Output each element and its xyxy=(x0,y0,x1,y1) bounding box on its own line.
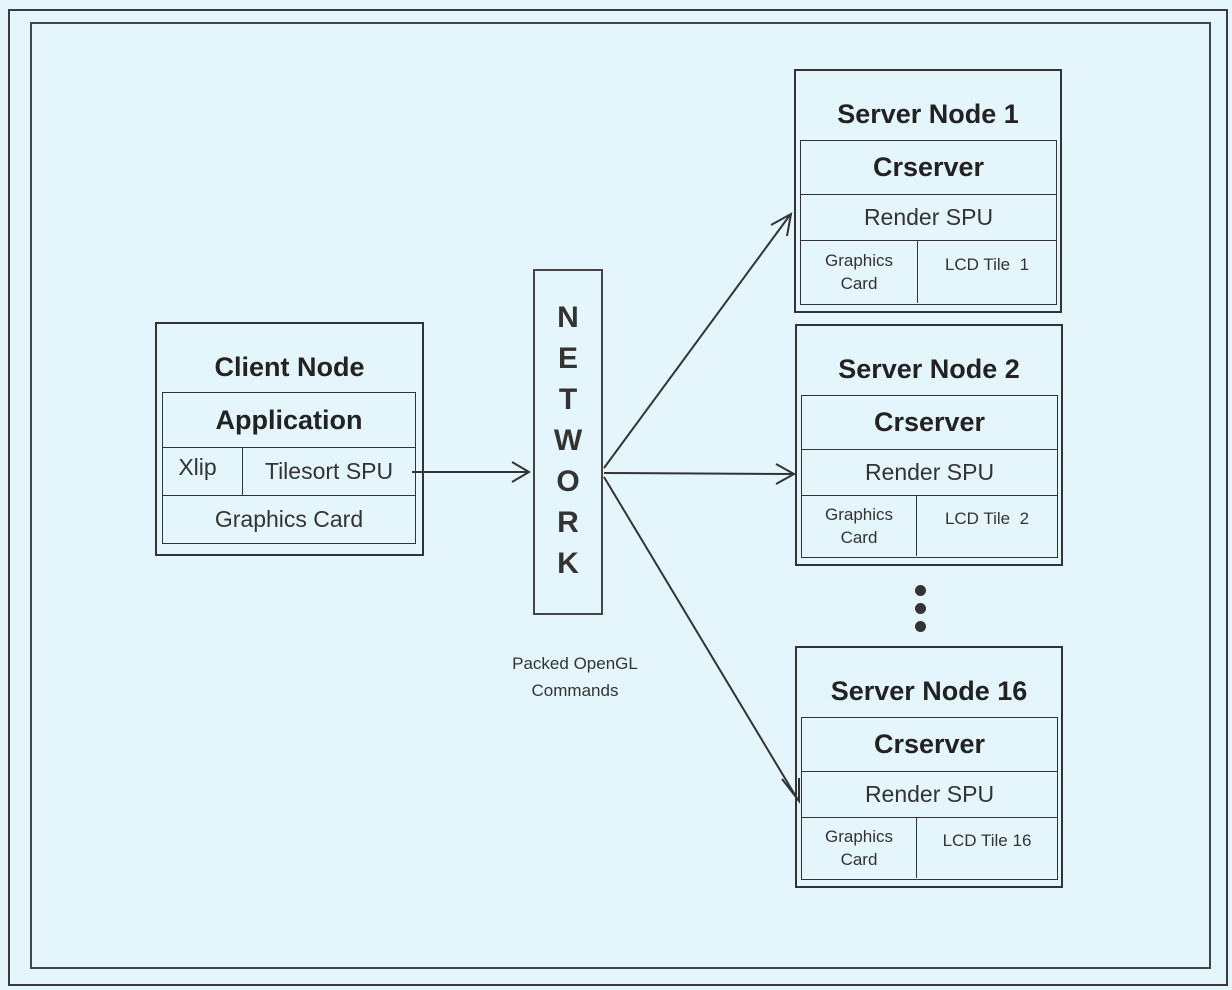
network-to-server16-arrow xyxy=(603,476,799,801)
tilesort-cell: Tilesort SPU xyxy=(243,448,415,495)
tile-row: Graphics Card LCD Tile 16 xyxy=(802,817,1057,878)
lcd-tile-cell: LCD Tile 1 xyxy=(918,241,1056,303)
application-label: Application xyxy=(215,404,363,435)
render-spu-row: Render SPU xyxy=(801,194,1056,240)
crserver-row: Crserver xyxy=(802,718,1057,771)
render-spu-row: Render SPU xyxy=(802,771,1057,817)
network-to-server2-arrow xyxy=(603,472,794,475)
card-line: Card xyxy=(840,274,878,293)
lcd-tile-cell: LCD Tile 16 xyxy=(917,818,1057,878)
server-node-title: Server Node 2 xyxy=(838,354,1020,384)
diagram-frame xyxy=(30,22,1211,969)
arrowhead xyxy=(775,463,797,485)
crserver-label: Crserver xyxy=(873,407,986,437)
graphics-card-label: Graphics Card xyxy=(825,503,893,549)
tilesort-label: Tilesort SPU xyxy=(264,458,394,484)
server-stack: Crserver Render SPU Graphics Card LCD Ti… xyxy=(801,395,1058,558)
arrowhead xyxy=(511,461,531,483)
graphics-line: Graphics xyxy=(824,251,894,270)
network-letter: N xyxy=(557,301,579,334)
render-spu-label: Render SPU xyxy=(863,204,994,230)
caption-line-2: Commands xyxy=(531,681,619,700)
network-to-server1-arrow xyxy=(603,214,791,469)
network-letter: O xyxy=(556,465,580,498)
network-letter: K xyxy=(557,547,579,580)
xlip-label: Xlip xyxy=(178,454,217,480)
client-gfx-label: Graphics Card xyxy=(214,505,364,532)
lcd-tile-cell: LCD Tile 2 xyxy=(917,496,1057,556)
caption-line-1: Packed OpenGL xyxy=(512,654,638,673)
lcd-tile-label: LCD Tile 2 xyxy=(944,508,1030,528)
graphics-card-label: Graphics Card xyxy=(825,249,893,295)
card-line: Card xyxy=(840,528,878,547)
tile-row: Graphics Card LCD Tile 1 xyxy=(801,240,1056,303)
lcd-tile-label: LCD Tile 1 xyxy=(944,254,1030,274)
arrowhead xyxy=(781,778,800,804)
crserver-label: Crserver xyxy=(872,152,985,182)
server-node-2: Server Node 2 Crserver Render SPU Graphi… xyxy=(795,324,1063,566)
client-gfx-row: Graphics Card xyxy=(163,495,415,542)
network-letter: R xyxy=(557,506,579,539)
outer-frame xyxy=(8,9,1228,986)
crserver-row: Crserver xyxy=(802,396,1057,449)
arrowhead xyxy=(770,212,793,237)
server-node-title: Server Node 1 xyxy=(837,99,1019,129)
spu-row: Xlip Tilesort SPU xyxy=(163,447,415,495)
server-node-title: Server Node 16 xyxy=(830,676,1028,706)
client-stack: Application Xlip Tilesort SPU Graphics C… xyxy=(162,392,416,544)
application-row: Application xyxy=(163,393,415,447)
card-line: Card xyxy=(840,850,878,869)
network-letter: T xyxy=(558,383,578,416)
render-spu-row: Render SPU xyxy=(802,449,1057,495)
graphics-card-label: Graphics Card xyxy=(825,825,893,871)
client-node: Client Node Application Xlip Tilesort SP… xyxy=(155,322,424,556)
network-letter: E xyxy=(557,342,578,375)
client-node-title: Client Node xyxy=(214,352,365,382)
server-node-1: Server Node 1 Crserver Render SPU Graphi… xyxy=(794,69,1062,313)
render-spu-label: Render SPU xyxy=(864,459,995,485)
graphics-line: Graphics xyxy=(824,827,894,846)
crserver-label: Crserver xyxy=(873,729,986,759)
network-caption: Packed OpenGL Commands xyxy=(480,650,670,704)
network-letter: W xyxy=(553,424,583,457)
xlip-cell: Xlip xyxy=(163,448,243,495)
graphics-card-cell: Graphics Card xyxy=(801,241,918,303)
graphics-card-cell: Graphics Card xyxy=(802,496,917,556)
ellipsis-icon xyxy=(912,585,928,639)
graphics-card-cell: Graphics Card xyxy=(802,818,917,878)
render-spu-label: Render SPU xyxy=(864,781,995,807)
server-node-16: Server Node 16 Crserver Render SPU Graph… xyxy=(795,646,1063,888)
tile-row: Graphics Card LCD Tile 2 xyxy=(802,495,1057,556)
server-stack: Crserver Render SPU Graphics Card LCD Ti… xyxy=(801,717,1058,880)
graphics-line: Graphics xyxy=(824,505,894,524)
server-stack: Crserver Render SPU Graphics Card LCD Ti… xyxy=(800,140,1057,305)
lcd-tile-label: LCD Tile 16 xyxy=(942,830,1032,850)
crserver-row: Crserver xyxy=(801,141,1056,194)
network-column: N E T W O R K xyxy=(533,269,603,615)
